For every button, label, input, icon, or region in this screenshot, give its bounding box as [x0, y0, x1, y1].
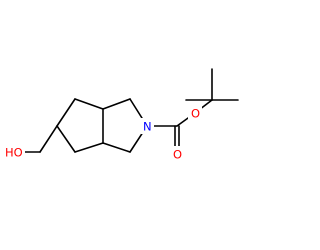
carbonyl-oxygen-label: O: [173, 148, 182, 162]
nitrogen-label: N: [143, 120, 152, 134]
chemical-structure-diagram: HO N O O: [3, 68, 239, 162]
ester-oxygen-label: O: [191, 107, 200, 121]
label-bg-ester-oxygen: [188, 105, 202, 121]
bond-c5-ch2: [39, 125, 58, 153]
atom-labels: HO N O O: [3, 105, 202, 162]
bond-c4-c5: [56, 98, 76, 127]
bond-c5-c6: [56, 125, 76, 153]
bonds: [23, 68, 239, 153]
bond-c1-c6a: [102, 142, 131, 153]
label-bg-carbonyl-oxygen: [171, 146, 185, 162]
bond-c6-c6a: [74, 142, 104, 153]
label-bg-nitrogen: [141, 118, 154, 134]
label-bg-hydroxyl: [3, 144, 25, 160]
bond-c3a-c4: [74, 98, 104, 110]
hydroxyl-label: HO: [5, 146, 23, 160]
bond-c3a-c3: [102, 98, 131, 110]
